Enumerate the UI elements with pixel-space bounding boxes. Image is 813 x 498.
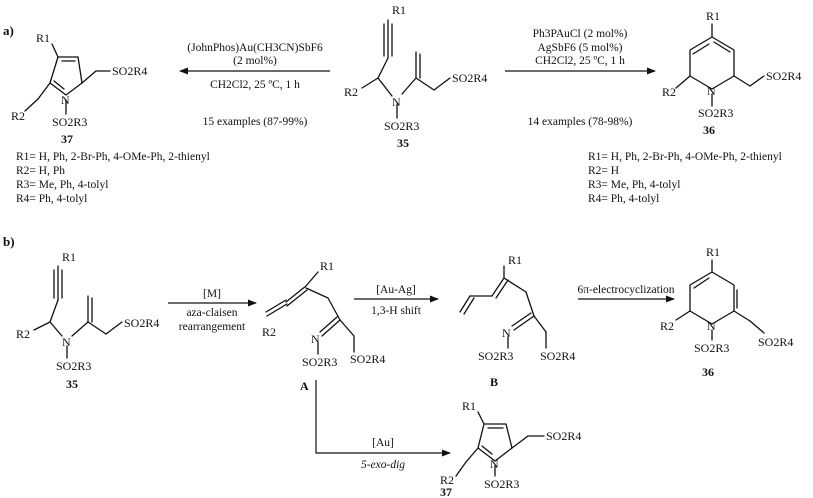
compound-35-b-n: N xyxy=(62,335,71,349)
intermediate-a-r1: R1 xyxy=(320,259,334,273)
right-substituent-r3: R3= Me, Ph, 4-tolyl xyxy=(588,179,680,191)
compound-37-b-r2: R2 xyxy=(440,473,454,487)
arrow-1-metal: [M] xyxy=(203,288,221,300)
compound-36-b-so2r4: SO2R4 xyxy=(758,335,793,349)
compound-36-so2r4: SO2R4 xyxy=(766,69,801,83)
reagent-ph3paucl: Ph3PAuCl (2 mol%) xyxy=(533,28,628,40)
section-b-label: b) xyxy=(3,234,15,249)
arrow-5-exo-dig xyxy=(315,380,451,457)
arrow-1-aza-claisen: aza-claisen xyxy=(186,307,237,319)
compound-36-r2: R2 xyxy=(662,85,676,99)
compound-36-n: N xyxy=(707,84,716,98)
left-substituent-r3: R3= Me, Ph, 4-tolyl xyxy=(16,179,108,191)
compound-37-number: 37 xyxy=(61,132,73,146)
right-substituent-r4: R4= Ph, 4-tolyl xyxy=(588,193,659,205)
compound-35-b-so2r4: SO2R4 xyxy=(124,316,159,330)
compound-36-b-r2: R2 xyxy=(660,319,674,333)
arrow-4-exo-dig: 5-exo-dig xyxy=(361,459,405,471)
compound-35-number: 35 xyxy=(397,136,409,150)
intermediate-a-so2r4: SO2R4 xyxy=(350,352,385,366)
compound-37-b-structure xyxy=(455,411,545,477)
compound-36-b-n: N xyxy=(707,319,716,333)
left-substituent-list: R1= H, Ph, 2-Br-Ph, 4-OMe-Ph, 2-thienyl … xyxy=(16,151,210,205)
compound-37-r2: R2 xyxy=(11,109,25,123)
compound-36-b-so2r3: SO2R3 xyxy=(694,341,729,355)
compound-37-r1: R1 xyxy=(36,31,50,45)
compound-36-b-r1: R1 xyxy=(706,245,720,259)
compound-37-structure xyxy=(24,43,111,115)
compound-35-structure xyxy=(361,19,451,119)
right-substituent-list: R1= H, Ph, 2-Br-Ph, 4-OMe-Ph, 2-thienyl … xyxy=(588,151,782,205)
intermediate-a-so2r3: SO2R3 xyxy=(302,355,337,369)
arrow-3-electrocyclization: 6π-electrocyclization xyxy=(577,284,674,296)
reagent-johnphos: (JohnPhos)Au(CH3CN)SbF6 xyxy=(187,42,323,54)
compound-37-so2r4: SO2R4 xyxy=(112,64,147,78)
compound-35-r1: R1 xyxy=(392,3,406,17)
compound-35-so2r4: SO2R4 xyxy=(452,71,487,85)
compound-36-so2r3: SO2R3 xyxy=(698,106,733,120)
right-substituent-r1: R1= H, Ph, 2-Br-Ph, 4-OMe-Ph, 2-thienyl xyxy=(588,151,782,163)
compound-36-b-structure xyxy=(675,259,765,341)
intermediate-a-n: N xyxy=(311,332,320,346)
left-substituent-r4: R4= Ph, 4-tolyl xyxy=(16,193,87,205)
compound-35-n: N xyxy=(392,95,401,109)
arrow-2-catalyst: [Au-Ag] xyxy=(376,284,416,296)
intermediate-b-r1: R1 xyxy=(508,253,522,267)
arrow-4-gold: [Au] xyxy=(372,437,394,449)
reagent-loading-left: (2 mol%) xyxy=(233,55,277,67)
intermediate-b-so2r4: SO2R4 xyxy=(540,349,575,363)
compound-36-r1: R1 xyxy=(706,9,720,23)
section-a-label: a) xyxy=(3,23,14,38)
intermediate-a-label: A xyxy=(300,379,309,393)
examples-right: 14 examples (78-98%) xyxy=(528,116,633,128)
compound-35-b-r1: R1 xyxy=(62,250,76,264)
intermediate-b-so2r3: SO2R3 xyxy=(478,349,513,363)
compound-36-number: 36 xyxy=(703,123,715,137)
compound-35-b-r2: R2 xyxy=(16,327,30,341)
compound-35-so2r3: SO2R3 xyxy=(384,119,419,133)
compound-37-b-so2r4: SO2R4 xyxy=(546,429,581,443)
left-substituent-r1: R1= H, Ph, 2-Br-Ph, 4-OMe-Ph, 2-thienyl xyxy=(16,151,210,163)
intermediate-a-r2: R2 xyxy=(262,325,276,339)
conditions-right: CH2Cl2, 25 ºC, 1 h xyxy=(535,55,625,67)
compound-35-b-so2r3: SO2R3 xyxy=(56,359,91,373)
compound-37-b-so2r3: SO2R3 xyxy=(484,477,519,491)
compound-37-b-n: N xyxy=(490,457,499,471)
compound-37-b-number: 37 xyxy=(440,485,452,498)
right-substituent-r2: R2= H xyxy=(588,165,619,177)
compound-36-b-number: 36 xyxy=(702,365,714,379)
compound-37-b-r1: R1 xyxy=(462,399,476,413)
intermediate-b-label: B xyxy=(490,375,498,389)
intermediate-a-structure xyxy=(265,271,355,355)
arrow-2-shift: 1,3-H shift xyxy=(371,305,422,317)
compound-36-structure xyxy=(675,23,765,107)
left-substituent-r2: R2= H, Ph xyxy=(16,165,65,177)
compound-35-r2: R2 xyxy=(344,85,358,99)
compound-35-b-structure xyxy=(33,265,123,359)
reagent-agsbf6: AgSbF6 (5 mol%) xyxy=(538,42,623,54)
arrow-1-rearrangement: rearrangement xyxy=(179,321,246,333)
compound-37-so2r3: SO2R3 xyxy=(52,115,87,129)
compound-35-b-number: 35 xyxy=(66,377,78,391)
intermediate-b-n: N xyxy=(502,326,511,340)
intermediate-b-structure xyxy=(459,265,547,349)
compound-37-n: N xyxy=(61,93,70,107)
examples-left: 15 examples (87-99%) xyxy=(203,116,308,128)
conditions-left: CH2Cl2, 25 ºC, 1 h xyxy=(210,79,300,91)
